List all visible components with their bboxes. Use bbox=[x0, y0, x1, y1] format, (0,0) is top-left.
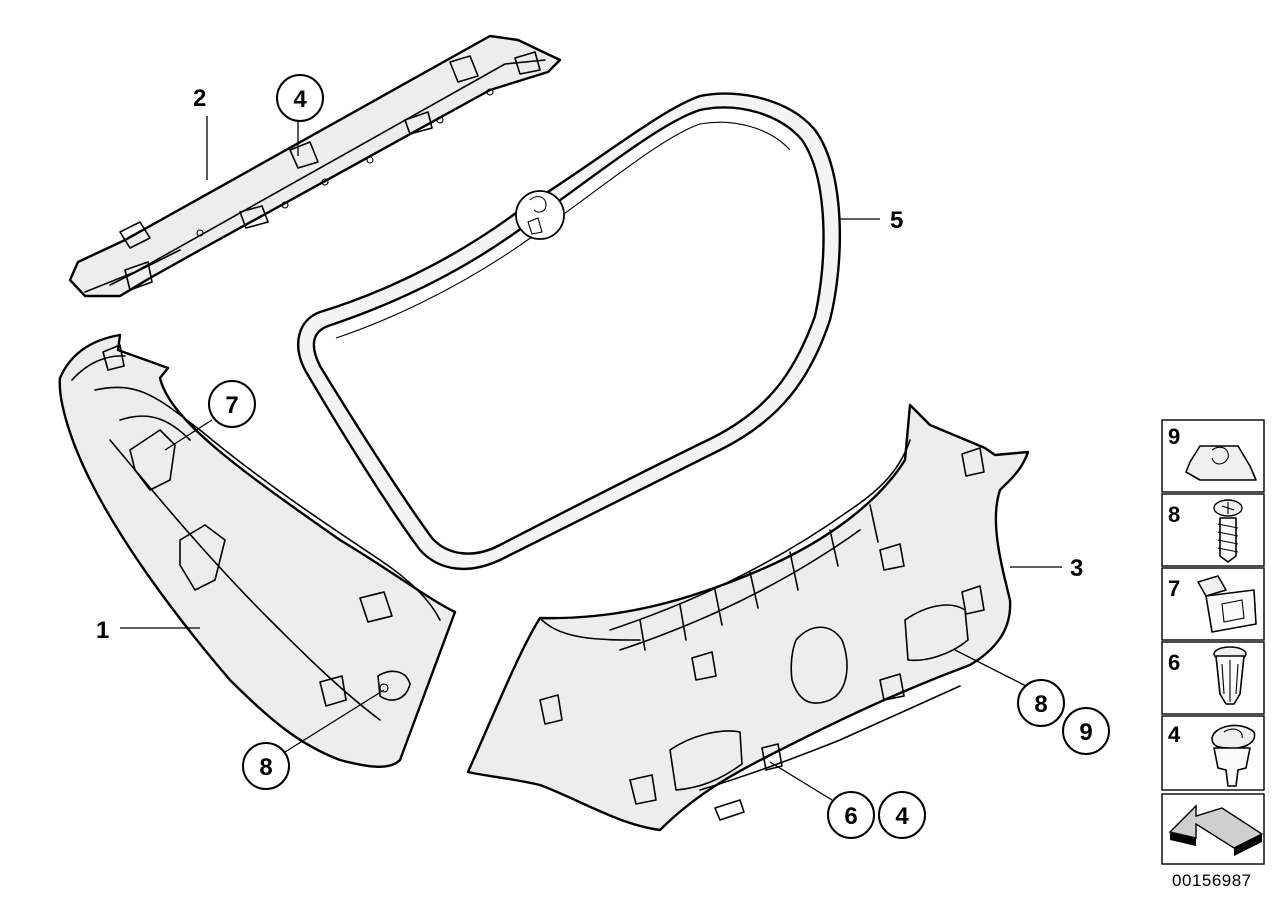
rear-trim-part-3 bbox=[466, 403, 1030, 832]
side-trim-part-1 bbox=[58, 333, 457, 768]
callout-9-right: 9 bbox=[1062, 707, 1110, 755]
seal-part-5 bbox=[297, 92, 842, 571]
callout-9-right-label: 9 bbox=[1079, 719, 1092, 746]
legend-label-8: 8 bbox=[1168, 502, 1180, 527]
legend-label-9: 9 bbox=[1168, 424, 1180, 449]
clip-bracket-icon bbox=[1197, 575, 1257, 633]
callout-8-right: 8 bbox=[1017, 679, 1065, 727]
callout-4-top: 4 bbox=[276, 74, 324, 122]
callout-4-bottom-label: 4 bbox=[895, 803, 909, 830]
legend-label-6: 6 bbox=[1168, 650, 1180, 675]
callout-8-right-label: 8 bbox=[1034, 691, 1047, 718]
legend-label-7: 7 bbox=[1168, 576, 1180, 601]
fastener-legend: 9 8 7 6 4 bbox=[1161, 419, 1265, 865]
callout-8-left-label: 8 bbox=[259, 754, 272, 781]
legend-label-4: 4 bbox=[1168, 722, 1181, 747]
callout-4-bottom: 4 bbox=[878, 791, 926, 839]
callout-7-label: 7 bbox=[225, 392, 238, 419]
leader-lines bbox=[120, 116, 1062, 801]
callout-8-left: 8 bbox=[242, 742, 290, 790]
legend-box-6 bbox=[1161, 641, 1265, 715]
catalog-number: 00156987 bbox=[1172, 871, 1252, 890]
callout-4-top-label: 4 bbox=[293, 86, 307, 113]
clip-nut-icon bbox=[1185, 445, 1257, 481]
callout-6-bottom: 6 bbox=[827, 791, 875, 839]
callout-7: 7 bbox=[208, 380, 256, 428]
label-part-2: 2 bbox=[193, 85, 206, 112]
label-part-5: 5 bbox=[890, 207, 903, 234]
label-part-1: 1 bbox=[96, 617, 109, 644]
callout-6-bottom-label: 6 bbox=[844, 803, 857, 830]
push-clip-icon bbox=[1211, 724, 1256, 787]
screw-icon bbox=[1213, 499, 1243, 563]
label-part-3: 3 bbox=[1070, 555, 1083, 582]
trim-strip-part-2 bbox=[68, 34, 562, 298]
expanding-rivet-icon bbox=[1213, 646, 1247, 705]
view-direction-arrow-icon bbox=[1168, 804, 1264, 856]
legend-box-8 bbox=[1161, 493, 1265, 567]
